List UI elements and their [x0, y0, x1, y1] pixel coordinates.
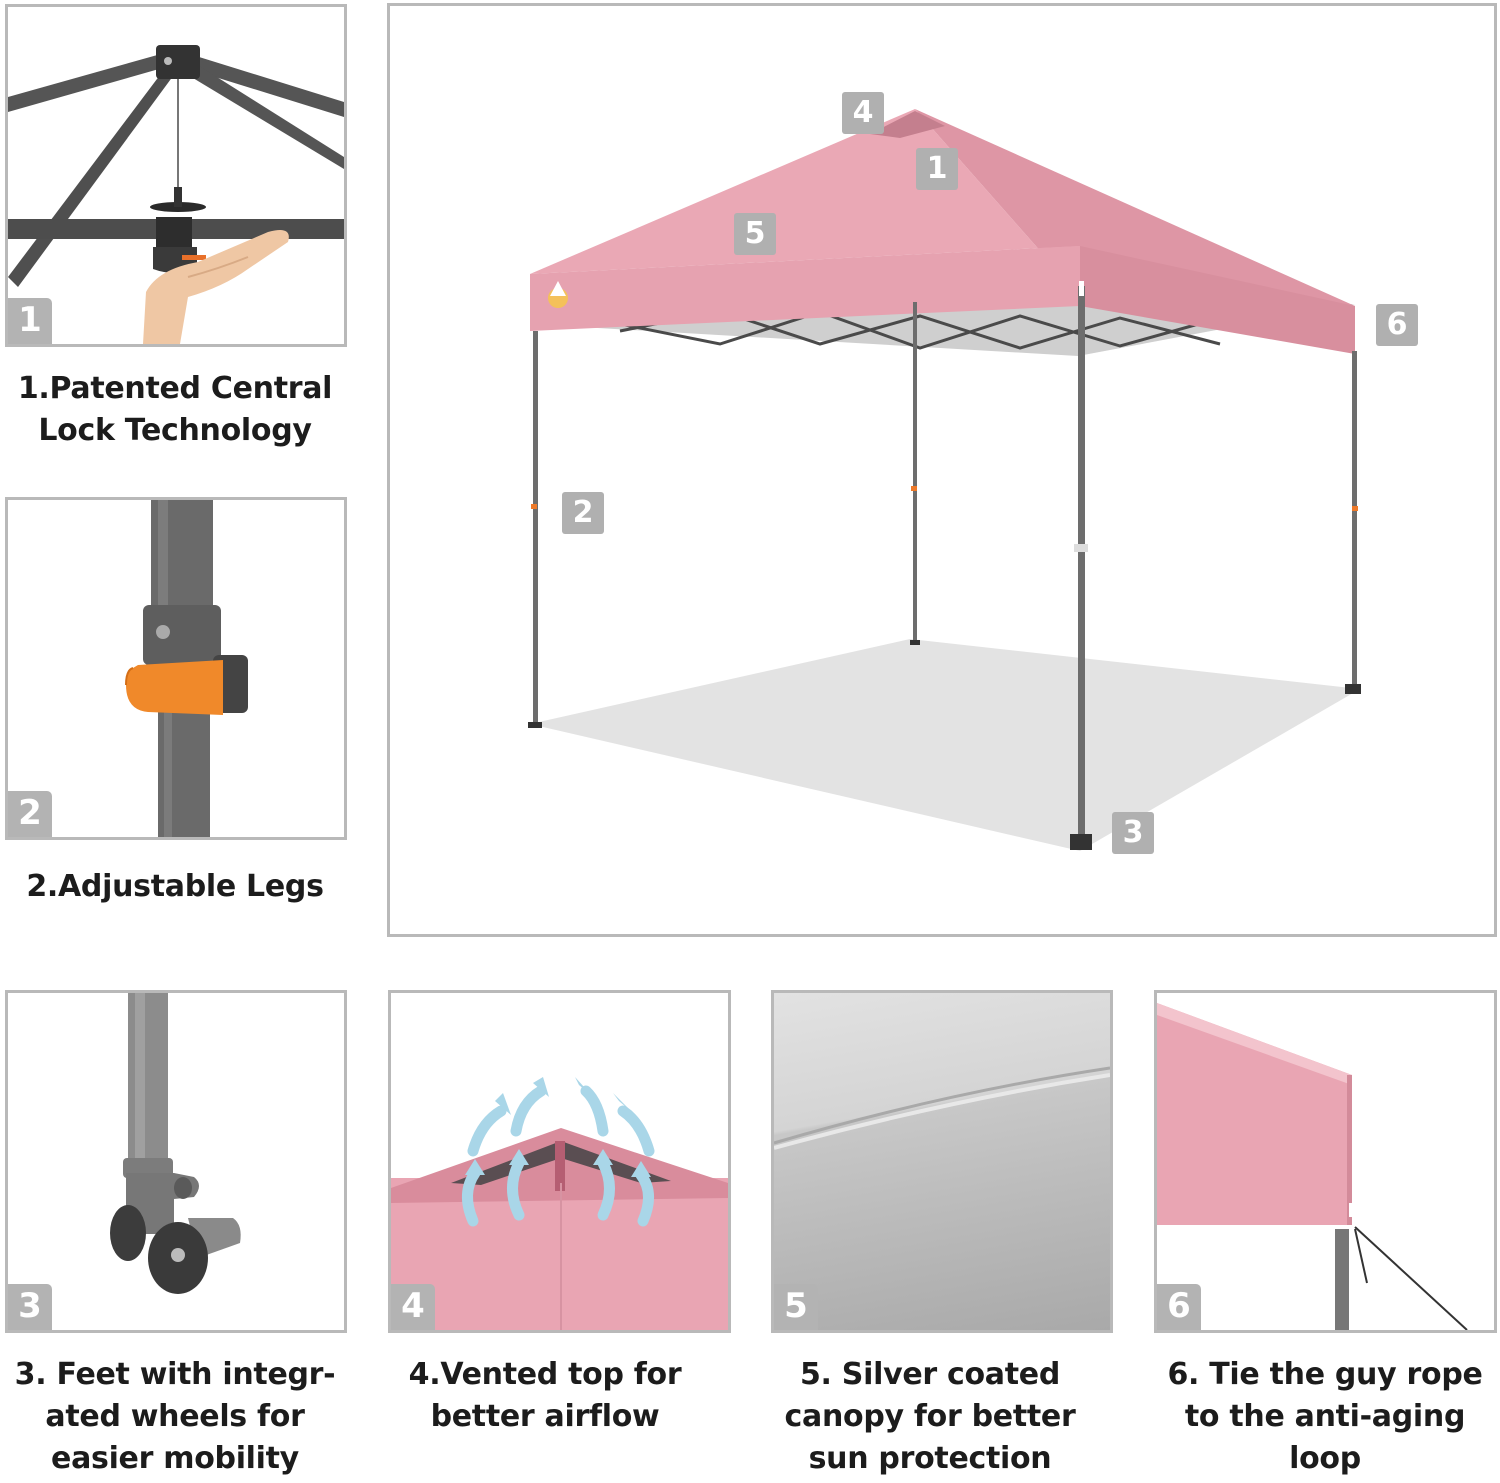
feature-caption-wheeled-feet: 3. Feet with integr- ated wheels for eas… [14, 1357, 336, 1476]
feature-caption-guy-rope-loop: 6. Tie the guy rope to the anti-aging lo… [1167, 1357, 1483, 1476]
adjustable-leg-illustration [125, 500, 248, 837]
feature-panel-vented-top: 4 [388, 990, 731, 1333]
callout-wheeled-feet: 3 [1112, 812, 1154, 854]
callout-guy-rope-loop: 6 [1376, 304, 1418, 346]
feature-panel-wheeled-feet: 3 [5, 990, 347, 1333]
feature-number-badge: 1 [8, 298, 52, 344]
callout-silver-canopy: 5 [734, 213, 776, 255]
feature-caption-central-lock: 1.Patented Central Lock Technology [17, 371, 333, 448]
feature-caption-silver-coating: 5. Silver coated canopy for better sun p… [784, 1357, 1076, 1476]
callout-central-lock: 1 [916, 148, 958, 190]
central-lock-frame-illustration [8, 45, 344, 344]
feature-panel-adjustable-legs: 2 [5, 497, 347, 840]
feature-number-badge: 4 [391, 1284, 435, 1330]
canopy-tent-illustration [528, 109, 1361, 851]
feature-number-badge: 3 [8, 1284, 52, 1330]
vented-top-illustration [391, 1077, 728, 1330]
feature-number-badge: 2 [8, 791, 52, 837]
feature-panel-guy-rope-loop: 6 [1154, 990, 1497, 1333]
feature-caption-adjustable-legs: 2.Adjustable Legs [26, 869, 324, 904]
feature-number-badge: 6 [1157, 1284, 1201, 1330]
silver-fabric-texture [774, 1066, 1110, 1150]
feature-number-badge: 5 [774, 1284, 818, 1330]
callout-vent: 4 [842, 92, 884, 134]
guy-rope-illustration [1157, 1003, 1468, 1330]
feature-caption-vented-top: 4.Vented top for better airflow [408, 1357, 682, 1434]
feature-panel-silver-coating: 5 [771, 990, 1113, 1333]
canopy-overview-panel: 4 1 5 6 2 3 [387, 3, 1497, 937]
feature-panel-central-lock: 1 [5, 4, 347, 347]
callout-adjustable-legs: 2 [562, 492, 604, 534]
wheeled-foot-illustration [110, 993, 241, 1294]
